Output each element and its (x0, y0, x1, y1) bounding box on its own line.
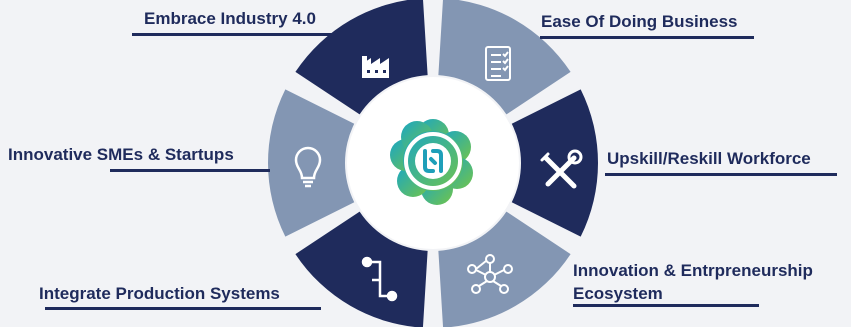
label-underline (132, 33, 346, 36)
lightbulb-icon (294, 146, 322, 188)
label-underline (110, 169, 270, 172)
segment-ease-of-doing-business (438, 0, 571, 115)
factory-icon (362, 56, 389, 78)
label-embrace-industry: Embrace Industry 4.0 (144, 9, 316, 28)
network-icon (467, 254, 513, 294)
label-underline (605, 173, 837, 176)
checklist-icon (485, 46, 511, 81)
label-upskill-reskill: Upskill/Reskill Workforce (607, 149, 811, 168)
label-underline (540, 36, 754, 39)
segment-innovative-smes (267, 89, 355, 237)
segment-upskill (511, 89, 598, 237)
center-logo (390, 119, 473, 205)
label-ease-of-doing-business: Ease Of Doing Business (541, 12, 738, 31)
label-underline (573, 304, 759, 307)
label-innovation-ecosystem-line2: Ecosystem (573, 284, 663, 303)
flow-icon (361, 256, 398, 302)
label-innovation-ecosystem-line1: Innovation & Entrpreneurship (573, 261, 813, 280)
segment-embrace-industry (295, 0, 428, 115)
label-integrate-production: Integrate Production Systems (39, 284, 280, 303)
tools-icon (540, 149, 583, 189)
label-innovative-smes: Innovative SMEs & Startups (8, 145, 234, 164)
label-underline (45, 307, 321, 310)
